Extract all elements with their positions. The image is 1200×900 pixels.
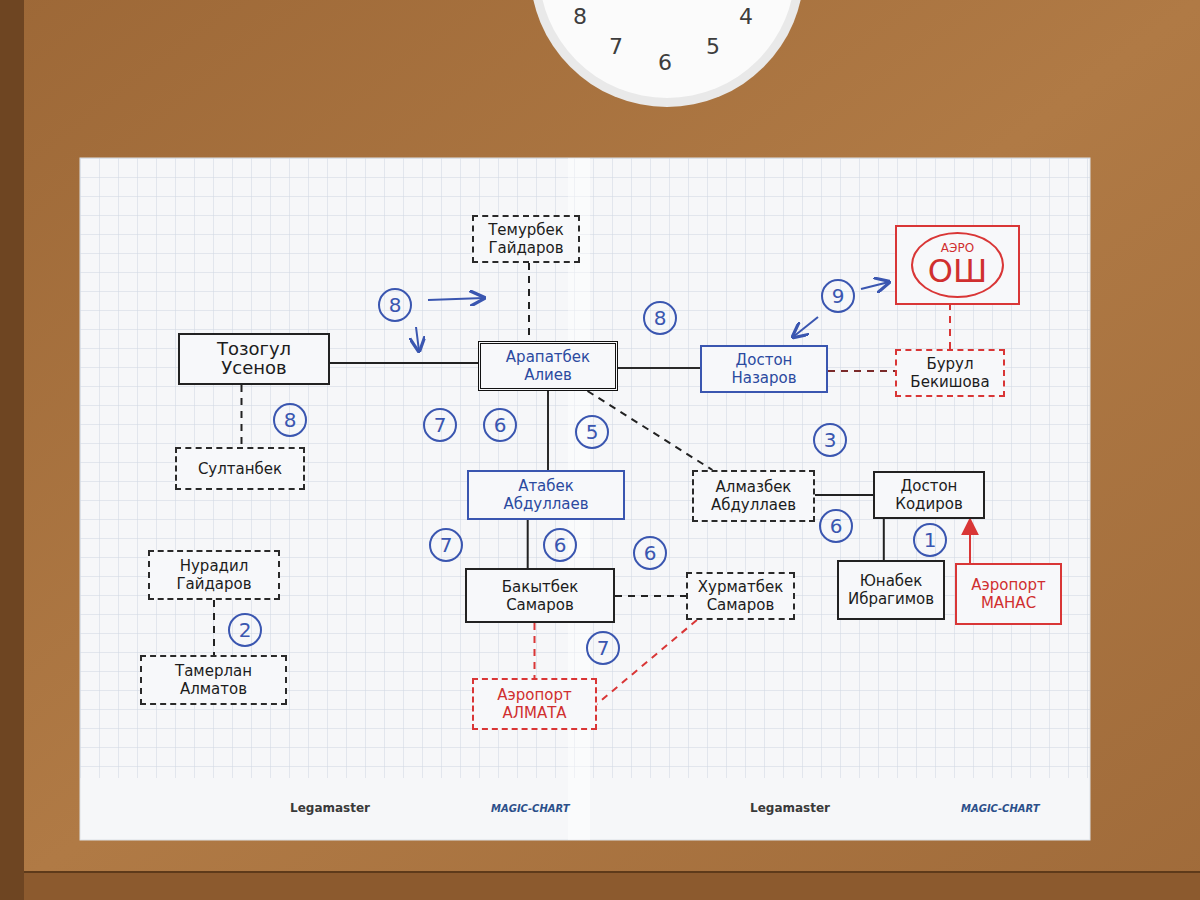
- node-text: Тамерлан Алматов: [149, 662, 278, 698]
- connector: [547, 391, 549, 470]
- cabinet: [24, 872, 1200, 900]
- callout-number: 6: [543, 528, 577, 562]
- node-text: Алмазбек Абдуллаев: [701, 478, 806, 514]
- connector: [949, 305, 951, 349]
- person-box: Бакытбек Самаров: [465, 568, 615, 623]
- callout-number: 8: [378, 288, 412, 322]
- callout-number: 7: [429, 528, 463, 562]
- node-text: Аэропорт МАНАС: [964, 576, 1053, 612]
- airport-box: Аэропорт АЛМАТА: [472, 678, 597, 730]
- node-text: Атабек Абдуллаев: [476, 477, 616, 513]
- node-text: Аэропорт АЛМАТА: [481, 686, 588, 722]
- connector: [883, 519, 885, 560]
- person-box: Достон Назаров: [700, 345, 828, 393]
- connector: [534, 623, 536, 678]
- connector: [330, 362, 478, 364]
- callout-number: 9: [821, 279, 855, 313]
- connector: [815, 494, 873, 496]
- person-box: Бурул Бекишова: [895, 349, 1005, 397]
- callout-number: 6: [483, 408, 517, 442]
- node-text: Нурадил Гайдаров: [157, 557, 271, 593]
- person-box: Атабек Абдуллаев: [467, 470, 625, 520]
- node-text: Достон Кодиров: [882, 477, 976, 513]
- callout-number: 6: [633, 536, 667, 570]
- person-box: Хурматбек Самаров: [686, 572, 795, 620]
- callout-number: 8: [643, 301, 677, 335]
- wall-clock: [539, 0, 795, 98]
- wall-clock-rim: [530, 0, 804, 107]
- person-box: Темурбек Гайдаров: [472, 215, 580, 263]
- pointer-arrow: [428, 298, 484, 300]
- wall-edge: [0, 0, 24, 900]
- pointer-arrow: [416, 327, 419, 351]
- person-box: Алмазбек Абдуллаев: [692, 470, 815, 522]
- node-text: Достон Назаров: [709, 351, 819, 387]
- callout-number: 5: [575, 415, 609, 449]
- pointer-arrow: [793, 317, 818, 337]
- airport-box: АЭРООШ: [895, 225, 1020, 305]
- cabinet-edge: [24, 871, 1200, 873]
- node-text: Бурул Бекишова: [904, 355, 996, 391]
- callout-number: 1: [913, 523, 947, 557]
- person-box: Арапатбек Алиев: [478, 341, 618, 391]
- connector: [969, 519, 971, 563]
- connector: [241, 385, 243, 447]
- connector: [588, 391, 713, 470]
- person-box: Тозогул Усенов: [178, 333, 330, 385]
- clock-numeral: 7: [609, 34, 623, 59]
- person-box: Султанбек: [175, 447, 305, 490]
- brand-logo: Legamaster: [750, 801, 830, 815]
- pointer-arrow: [861, 282, 889, 289]
- connector: [213, 600, 215, 655]
- person-box: Юнабек Ибрагимов: [837, 560, 945, 620]
- callout-number: 2: [228, 613, 262, 647]
- person-box: Нурадил Гайдаров: [148, 550, 280, 600]
- node-text: Арапатбек Алиев: [488, 348, 608, 384]
- connector: [527, 520, 529, 568]
- callout-number: 8: [273, 403, 307, 437]
- airport-box: Аэропорт МАНАС: [955, 563, 1062, 625]
- node-text: Бакытбек Самаров: [474, 578, 606, 614]
- node-text: ОШ: [904, 255, 1011, 289]
- clock-numeral: 4: [739, 4, 753, 29]
- brand-logo: MAGIC-CHART: [961, 803, 1040, 814]
- callout-number: 6: [819, 509, 853, 543]
- connector: [828, 370, 895, 372]
- connector: [618, 367, 700, 369]
- node-text: Султанбек: [184, 460, 296, 478]
- clock-numeral: 6: [658, 50, 672, 75]
- person-box: Тамерлан Алматов: [140, 655, 287, 705]
- clock-numeral: 8: [573, 4, 587, 29]
- node-text: Хурматбек Самаров: [695, 578, 786, 614]
- brand-logo: Legamaster: [290, 801, 370, 815]
- flipchart-paper: [80, 158, 1090, 840]
- node-text: Темурбек Гайдаров: [481, 221, 571, 257]
- node-text: Тозогул Усенов: [187, 340, 321, 378]
- person-box: Достон Кодиров: [873, 471, 985, 519]
- node-text: АЭРО: [904, 242, 1011, 255]
- node-text: Юнабек Ибрагимов: [846, 572, 936, 608]
- callout-number: 7: [586, 631, 620, 665]
- brand-logo: MAGIC-CHART: [491, 803, 570, 814]
- connector: [615, 595, 686, 597]
- callout-number: 7: [423, 408, 457, 442]
- callout-number: 3: [813, 423, 847, 457]
- clock-numeral: 5: [706, 34, 720, 59]
- connector: [528, 263, 530, 341]
